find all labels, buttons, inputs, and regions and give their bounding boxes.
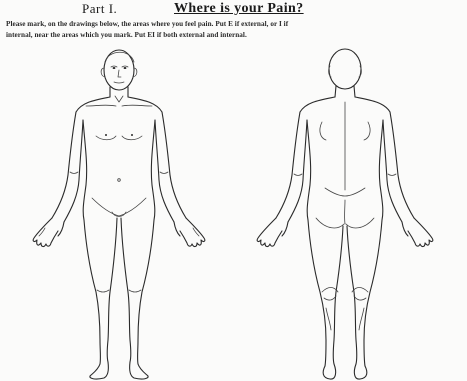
front-left-arm[interactable]	[155, 112, 205, 247]
back-body-figure[interactable]	[257, 49, 433, 379]
front-right-arm[interactable]	[33, 112, 83, 247]
instructions: Please mark, on the drawings below, the …	[6, 19, 458, 41]
front-neck[interactable]	[110, 87, 128, 102]
front-legs[interactable]	[84, 218, 154, 379]
back-left-arm[interactable]	[257, 112, 307, 247]
front-torso[interactable]	[76, 97, 162, 220]
front-body-figure[interactable]	[33, 50, 205, 379]
front-head[interactable]	[101, 50, 137, 90]
back-legs[interactable]	[308, 220, 382, 379]
back-head[interactable]	[329, 49, 362, 89]
back-right-arm[interactable]	[383, 112, 433, 247]
instructions-line-1: Please mark, on the drawings below, the …	[6, 19, 458, 30]
back-torso[interactable]	[300, 97, 390, 228]
form-title: Where is your Pain?	[174, 1, 304, 17]
part-label: Part I.	[82, 1, 117, 17]
body-diagram-area[interactable]	[0, 40, 467, 381]
